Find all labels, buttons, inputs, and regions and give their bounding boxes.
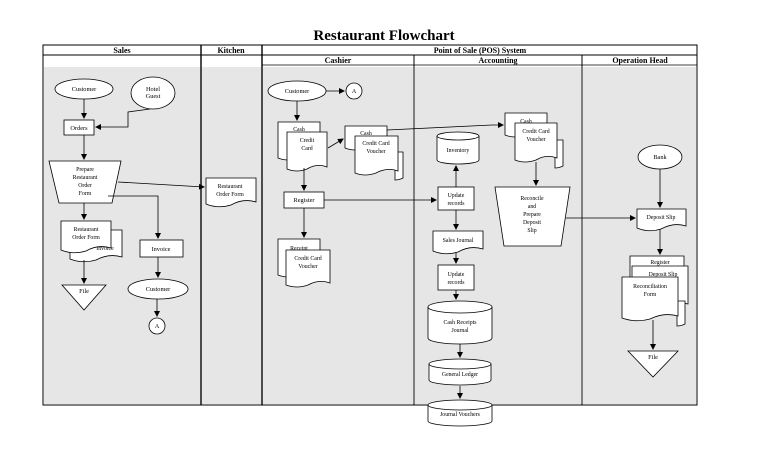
sales-order-form-docs: Invoice Restaurant Order Form	[60, 220, 123, 263]
svg-text:records: records	[447, 201, 465, 207]
sales-hotel-guest: Hotel Guest	[130, 76, 176, 110]
accounting-update-records-2: Update records	[437, 264, 475, 291]
lane-header-operation-head: Operation Head	[612, 56, 668, 65]
svg-text:Restaurant: Restaurant	[218, 184, 243, 190]
svg-text:Reconcile: Reconcile	[520, 196, 544, 202]
chart-title: Restaurant Flowchart	[313, 28, 454, 44]
svg-text:Customer: Customer	[146, 286, 171, 293]
cashier-lane	[263, 67, 413, 404]
cashier-payment-docs: Cash Credit Card	[277, 121, 328, 172]
svg-text:Voucher: Voucher	[298, 264, 317, 270]
svg-text:Register: Register	[294, 197, 316, 204]
svg-text:Receipt: Receipt	[290, 246, 308, 252]
svg-text:Inventory: Inventory	[447, 148, 470, 154]
svg-text:and: and	[528, 204, 536, 210]
svg-text:Journal Vouchers: Journal Vouchers	[440, 412, 481, 418]
svg-text:Orders: Orders	[70, 125, 88, 132]
svg-text:Reconciliation: Reconciliation	[633, 284, 667, 290]
svg-text:Sales Journal: Sales Journal	[443, 238, 474, 244]
svg-text:Deposit: Deposit	[523, 220, 541, 226]
sales-connector-a: A	[148, 317, 166, 335]
svg-text:Order Form: Order Form	[216, 192, 244, 198]
sales-orders-box: Orders	[63, 119, 95, 136]
accounting-journal-vouchers: Journal Vouchers	[427, 399, 493, 427]
lane-header-accounting: Accounting	[478, 56, 517, 65]
svg-text:Invoice: Invoice	[96, 246, 114, 252]
operation-head-lane	[583, 67, 696, 404]
ophead-deposit-slip: Deposit Slip	[636, 208, 687, 232]
cashier-register-box: Register	[283, 191, 325, 209]
kitchen-order-form: Restaurant Order Form	[205, 177, 257, 208]
cashier-customer: Customer	[267, 80, 327, 102]
svg-text:Slip: Slip	[527, 228, 536, 234]
kitchen-lane	[202, 67, 261, 404]
svg-text:Customer: Customer	[72, 86, 97, 93]
ophead-file: File	[627, 350, 679, 378]
sales-customer-end: Customer	[127, 278, 189, 300]
lane-header-sales: Sales	[113, 46, 130, 55]
lane-header-cashier: Cashier	[325, 56, 352, 65]
ophead-reconciliation-docs: Register Deposit Slip Reconciliation For…	[621, 255, 689, 327]
svg-text:File: File	[648, 354, 658, 361]
cashier-connector-a: A	[345, 82, 363, 100]
svg-text:A: A	[352, 88, 357, 95]
accounting-update-records-1: Update records	[437, 186, 475, 211]
svg-text:File: File	[79, 288, 89, 295]
svg-text:Credit: Credit	[300, 138, 315, 144]
svg-text:Cash: Cash	[360, 131, 372, 137]
sales-invoice-box: Invoice	[139, 239, 184, 258]
svg-text:Deposit Slip: Deposit Slip	[647, 215, 676, 221]
svg-text:Journal: Journal	[451, 328, 468, 334]
svg-text:Form: Form	[79, 191, 92, 197]
accounting-cash-receipts-journal: Cash Receipts Journal	[427, 300, 493, 345]
svg-text:Voucher: Voucher	[526, 137, 545, 143]
sales-file: File	[61, 284, 107, 311]
accounting-inventory: Inventory	[436, 131, 480, 165]
lane-header-kitchen: Kitchen	[217, 46, 245, 55]
svg-text:Prepare: Prepare	[76, 167, 94, 173]
svg-text:Hotel: Hotel	[146, 86, 160, 93]
svg-text:Credit Card: Credit Card	[362, 141, 389, 147]
flow-arrows	[81, 88, 663, 399]
svg-text:Order Form: Order Form	[72, 235, 100, 241]
svg-text:Restaurant: Restaurant	[73, 175, 98, 181]
svg-text:Cash Receipts: Cash Receipts	[443, 320, 477, 326]
accounting-voucher-docs: Cash Credit Card Voucher	[504, 112, 564, 169]
svg-text:Update: Update	[448, 193, 465, 199]
svg-text:A: A	[155, 323, 160, 330]
svg-text:Cash: Cash	[520, 119, 532, 125]
svg-text:Restaurant: Restaurant	[74, 227, 99, 233]
svg-text:Form: Form	[644, 292, 657, 298]
svg-text:Prepare: Prepare	[523, 212, 541, 218]
accounting-sales-journal: Sales Journal	[432, 230, 484, 255]
svg-text:General Ledger: General Ledger	[442, 372, 478, 378]
sales-prepare-form: Prepare Restaurant Order Form	[48, 160, 122, 204]
accounting-reconcile: Reconcile and Prepare Deposit Slip	[494, 186, 571, 247]
svg-text:Customer: Customer	[285, 88, 310, 95]
cashier-voucher-docs: Cash Credit Card Voucher	[344, 125, 404, 181]
svg-text:records: records	[447, 280, 465, 286]
ophead-bank: Bank	[637, 144, 683, 170]
sales-customer-start: Customer	[54, 78, 114, 100]
svg-text:Order: Order	[78, 183, 92, 189]
svg-text:Card: Card	[301, 146, 312, 152]
svg-text:Bank: Bank	[653, 154, 667, 161]
accounting-general-ledger: General Ledger	[428, 358, 492, 386]
svg-text:Cash: Cash	[293, 127, 305, 133]
lane-header-pos: Point of Sale (POS) System	[434, 46, 527, 55]
svg-text:Guest: Guest	[146, 93, 161, 100]
svg-text:Update: Update	[448, 272, 465, 278]
cashier-receipt-docs: Receipt Credit Card Voucher	[277, 238, 331, 288]
svg-text:Deposit Slip: Deposit Slip	[649, 272, 678, 278]
svg-text:Credit Card: Credit Card	[522, 129, 549, 135]
svg-text:Invoice: Invoice	[152, 246, 171, 253]
svg-text:Credit Card: Credit Card	[294, 256, 321, 262]
svg-text:Voucher: Voucher	[366, 149, 385, 155]
svg-text:Register: Register	[650, 260, 669, 266]
